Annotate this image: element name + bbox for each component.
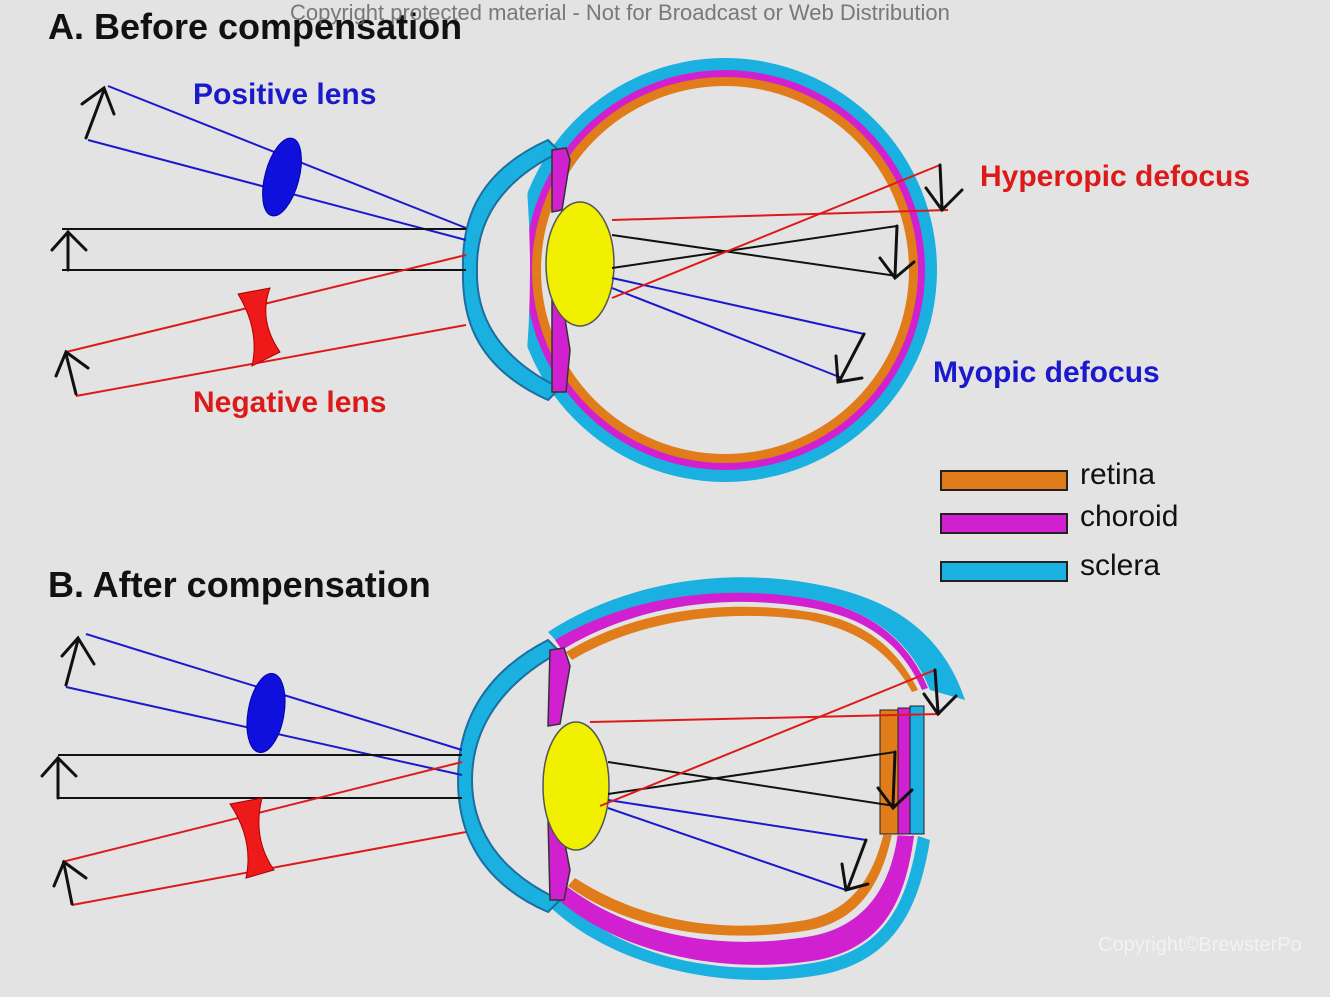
eye-before: [461, 58, 937, 482]
legend-label-retina: retina: [1080, 458, 1156, 491]
section-title-before: A. Before compensation: [48, 6, 463, 47]
positive-lens-label: Positive lens: [193, 78, 377, 111]
rays-after: [58, 633, 941, 906]
cornea-after: [456, 638, 562, 914]
legend-swatch-sclera: [940, 561, 1068, 582]
sclera-layer-after: [548, 577, 965, 700]
object-arrows-before: [50, 85, 116, 396]
legend-swatch-choroid: [940, 513, 1068, 534]
positive-lens-shape-before: [262, 137, 302, 217]
negative-lens-shape-after: [229, 797, 275, 879]
myopic-defocus-label: Myopic defocus: [933, 356, 1160, 389]
crystalline-lens-after: [542, 721, 610, 851]
legend-label-sclera: sclera: [1080, 549, 1161, 582]
copyright-watermark: Copyright protected material - Not for B…: [290, 0, 950, 25]
negative-lens-label: Negative lens: [193, 386, 387, 419]
iris-upper-after: [547, 647, 571, 727]
object-arrows-after: [40, 635, 96, 906]
copyright-corner: Copyright©BrewsterPo: [1098, 934, 1302, 956]
negative-lens-shape-before: [237, 287, 281, 367]
legend-label-choroid: choroid: [1080, 500, 1179, 533]
iris-upper-before: [551, 147, 571, 213]
positive-lens-shape-after: [246, 672, 286, 754]
image-arrows-after: [840, 668, 958, 892]
eye-after: [456, 577, 965, 981]
cornea-before: [461, 138, 562, 402]
legend-swatch-retina: [940, 470, 1068, 491]
section-title-after: B. After compensation: [48, 564, 431, 605]
image-arrows-before: [834, 163, 964, 384]
hyperopic-defocus-label: Hyperopic defocus: [980, 160, 1251, 193]
crystalline-lens-before: [545, 201, 615, 327]
